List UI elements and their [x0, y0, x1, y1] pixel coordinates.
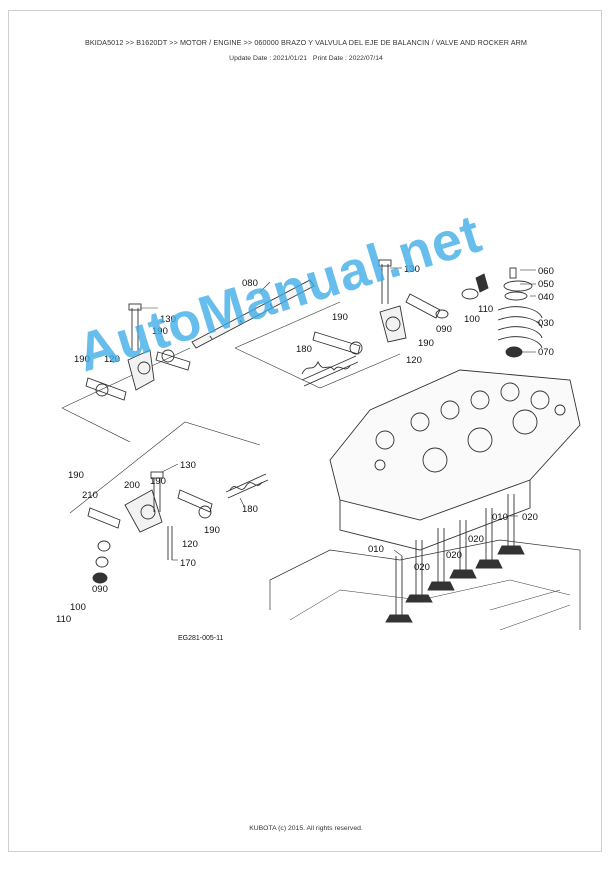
rocker-arm-left — [85, 349, 155, 401]
callout-190: 190 — [152, 326, 168, 337]
callout-190: 190 — [68, 470, 84, 481]
callout-170: 170 — [180, 558, 196, 569]
callout-050: 050 — [538, 279, 554, 290]
callout-020: 020 — [468, 534, 484, 545]
breadcrumb: BKIDA5012 >> B1620DT >> MOTOR / ENGINE >… — [85, 38, 527, 47]
callout-190: 190 — [418, 338, 434, 349]
callout-130: 130 — [404, 264, 420, 275]
callout-130: 130 — [180, 460, 196, 471]
callout-060: 060 — [538, 266, 554, 277]
callout-190: 190 — [74, 354, 90, 365]
callout-070: 070 — [538, 347, 554, 358]
callout-030: 030 — [538, 318, 554, 329]
callout-020: 020 — [446, 550, 462, 561]
callout-200: 200 — [124, 480, 140, 491]
copyright-footer: KUBOTA (c) 2015. All rights reserved. — [249, 825, 363, 832]
callout-190: 190 — [332, 312, 348, 323]
cylinder-head — [329, 369, 581, 551]
callout-100: 100 — [70, 602, 86, 613]
print-date: Print Date : 2022/07/14 — [312, 55, 383, 62]
callout-080: 080 — [242, 278, 258, 289]
callout-020: 020 — [522, 512, 538, 523]
callout-120: 120 — [182, 539, 198, 550]
callout-180: 180 — [242, 504, 258, 515]
callout-110: 110 — [478, 304, 493, 315]
callout-120: 120 — [104, 354, 120, 365]
callout-210: 210 — [82, 490, 98, 501]
rocker-arm-center — [155, 293, 441, 371]
parts-diagram: 080 130 190 190 120 130 190 180 120 190 … — [56, 259, 581, 642]
date-line: Update Date : 2021/01/21 Print Date : 20… — [0, 55, 612, 62]
callout-180: 180 — [296, 344, 312, 355]
page-frame — [8, 10, 602, 852]
callout-090: 090 — [436, 324, 452, 335]
callout-020: 020 — [414, 562, 430, 573]
callout-090: 090 — [92, 584, 108, 595]
leader-lines — [140, 267, 540, 561]
callout-100: 100 — [464, 314, 480, 325]
update-date: Update Date : 2021/01/21 — [229, 55, 308, 62]
callout-120: 120 — [406, 355, 422, 366]
callout-190: 190 — [204, 525, 220, 536]
bolts — [128, 259, 392, 560]
callout-190: 190 — [150, 476, 166, 487]
figure-code: EG281-005-11 — [178, 635, 224, 642]
callout-110: 110 — [56, 614, 71, 625]
valves — [385, 494, 525, 623]
callout-010: 010 — [368, 544, 384, 555]
rocker-arm-lower — [87, 489, 213, 533]
springs — [225, 306, 543, 499]
callout-040: 040 — [538, 292, 554, 303]
rocker-shaft — [191, 279, 315, 349]
engine-block — [269, 539, 581, 631]
callout-010: 010 — [492, 512, 508, 523]
callout-130: 130 — [160, 314, 176, 325]
